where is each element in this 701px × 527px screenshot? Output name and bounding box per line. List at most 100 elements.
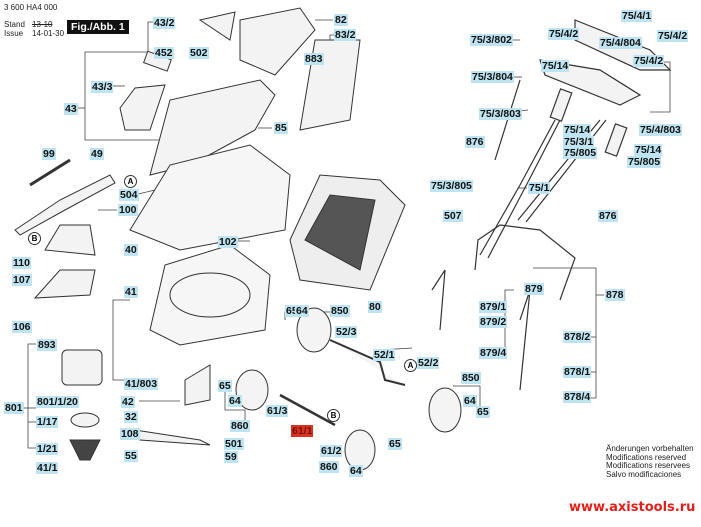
callout-850: 850 (330, 305, 350, 317)
callout-43-2: 43/2 (153, 17, 176, 29)
callout-878: 878 (605, 289, 625, 301)
callout-878-1: 878/1 (563, 366, 592, 378)
callout-55: 55 (124, 450, 138, 462)
reference-marker-b: B (327, 409, 340, 422)
modifications-line: Modifications reservees (606, 461, 691, 470)
grass-box (289, 174, 406, 291)
callout-61-1: 61/1 (291, 425, 314, 437)
callout-82: 82 (334, 14, 348, 26)
reference-marker-b: B (28, 232, 41, 245)
callout-107: 107 (12, 274, 32, 286)
callout-879-1: 879/1 (479, 301, 508, 313)
callout-43-3: 43/3 (91, 81, 114, 93)
callout-502: 502 (189, 47, 209, 59)
callout-850: 850 (461, 372, 481, 384)
part-number: 3 600 HA4 000 (4, 3, 58, 12)
callout-52-1: 52/1 (373, 349, 396, 361)
reference-marker-a: A (124, 175, 137, 188)
callout-878-4: 878/4 (563, 391, 592, 403)
callout-83-2: 83/2 (334, 29, 357, 41)
callout-43: 43 (64, 103, 78, 115)
callout-106: 106 (12, 321, 32, 333)
figure-label: Fig./Abb. 1 (67, 20, 129, 34)
handle (431, 19, 672, 391)
modifications-note: Änderungen vorbehalten Modifications res… (606, 444, 694, 479)
callout-110: 110 (12, 257, 31, 269)
callout-75-805: 75/805 (563, 147, 598, 159)
callout-75-4-1: 75/4/1 (621, 10, 653, 22)
callout-75-1: 75/1 (528, 182, 551, 194)
callout-75-4-2: 75/4/2 (633, 55, 665, 67)
callout-75-14: 75/14 (634, 144, 663, 156)
callout-801-1-20: 801/1/20 (36, 396, 79, 408)
modifications-line: Modifications reserved (606, 452, 687, 462)
chassis (129, 144, 291, 346)
modifications-line: Salvo modificaciones (606, 469, 682, 479)
callout-75-4-804: 75/4/804 (599, 37, 642, 49)
callout-75-805: 75/805 (627, 156, 662, 168)
callout-452: 452 (154, 47, 174, 59)
callout-41: 41 (124, 286, 138, 298)
callout-49: 49 (90, 148, 104, 160)
callout-75-4-803: 75/4/803 (639, 124, 682, 136)
reference-marker-a: A (404, 359, 417, 372)
stand-label: Stand (4, 20, 25, 29)
callout-801: 801 (4, 402, 24, 414)
callout-75-14: 75/14 (563, 124, 592, 136)
website-link[interactable]: www.axistools.ru (569, 500, 696, 515)
issue-label: Issue (4, 29, 24, 38)
callout-108: 108 (120, 428, 140, 440)
callout-40: 40 (124, 244, 138, 256)
callout-61-2: 61/2 (320, 445, 343, 457)
callout-80: 80 (368, 301, 382, 313)
callout-42: 42 (121, 396, 135, 408)
callout-504: 504 (119, 189, 139, 201)
callout-860: 860 (319, 461, 339, 473)
callout-507: 507 (443, 210, 463, 222)
modifications-line: Änderungen vorbehalten (606, 444, 694, 453)
wheels (235, 307, 462, 471)
issue-value: 14-01-30 (32, 29, 65, 38)
callout-52-3: 52/3 (335, 326, 358, 338)
callout-65: 65 (476, 406, 490, 418)
callout-64: 64 (228, 395, 242, 407)
callout-52-2: 52/2 (417, 357, 440, 369)
callout-64: 64 (463, 395, 477, 407)
callout-65: 65 (218, 380, 232, 392)
callout-64: 64 (295, 305, 309, 317)
callout-32: 32 (124, 411, 138, 423)
callout-75-3-804: 75/3/804 (471, 71, 514, 83)
callout-61-3: 61/3 (266, 405, 289, 417)
callout-75-4-2: 75/4/2 (548, 28, 580, 40)
callout-99: 99 (42, 148, 56, 160)
left-parts (14, 158, 211, 461)
callout-893: 893 (37, 339, 57, 351)
callout-59: 59 (224, 451, 238, 463)
callout-878-2: 878/2 (563, 331, 592, 343)
callout-102: 102 (218, 236, 238, 248)
callout-85: 85 (274, 122, 288, 134)
callout-876: 876 (598, 210, 618, 222)
callout-876: 876 (465, 136, 485, 148)
callout-879: 879 (524, 283, 544, 295)
callout-41-1: 41/1 (36, 462, 59, 474)
callout-879-4: 879/4 (479, 347, 508, 359)
callout-41-803: 41/803 (124, 378, 159, 390)
callout-1-17: 1/17 (36, 416, 59, 428)
callout-75-4-2: 75/4/2 (657, 30, 689, 42)
callout-75-3-1: 75/3/1 (563, 136, 595, 148)
callout-75-3-805: 75/3/805 (430, 180, 473, 192)
callout-883: 883 (304, 53, 324, 65)
stand-value: 13-10 (32, 20, 53, 29)
callout-100: 100 (118, 204, 138, 216)
callout-860: 860 (230, 420, 250, 432)
callout-75-3-802: 75/3/802 (470, 34, 513, 46)
callout-64: 64 (349, 465, 363, 477)
callout-75-14: 75/14 (541, 60, 570, 72)
callout-879-2: 879/2 (479, 316, 508, 328)
callout-75-3-803: 75/3/803 (479, 108, 522, 120)
callout-501: 501 (224, 438, 244, 450)
callout-65: 65 (388, 438, 402, 450)
